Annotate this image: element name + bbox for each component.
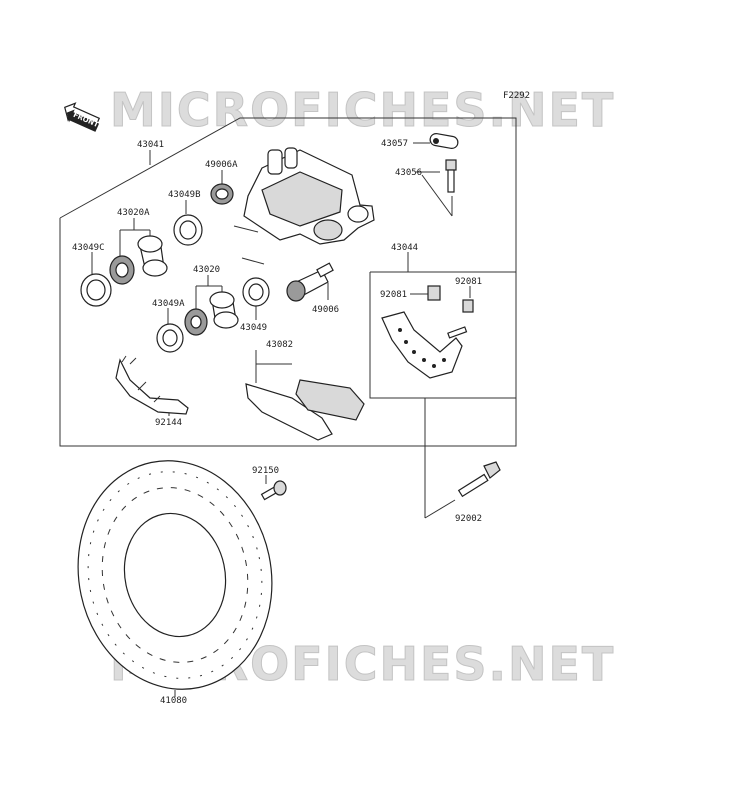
part-label-43049: 43049 bbox=[240, 323, 267, 333]
brake-disc bbox=[77, 460, 273, 690]
part-label-43044: 43044 bbox=[391, 243, 418, 253]
seal-piece-43020 bbox=[184, 308, 208, 336]
ring-43049 bbox=[242, 277, 270, 307]
part-label-49006: 49006 bbox=[312, 305, 339, 315]
figure-code: F2292 bbox=[503, 91, 530, 101]
caliper-body bbox=[243, 147, 375, 245]
part-label-43056: 43056 bbox=[395, 168, 422, 178]
part-label-92150: 92150 bbox=[252, 466, 279, 476]
pin-49006A bbox=[210, 183, 234, 205]
front-arrow-icon: FRONT bbox=[64, 102, 101, 132]
leader-lines bbox=[91, 142, 471, 697]
bolt-92150 bbox=[260, 480, 287, 501]
pad-spring-left bbox=[427, 285, 441, 301]
part-label-43049A: 43049A bbox=[152, 299, 185, 309]
part-label-49006A: 49006A bbox=[205, 160, 238, 170]
piston-43020 bbox=[209, 291, 239, 329]
part-label-92081-right: 92081 bbox=[455, 277, 482, 287]
seal-piece-43020A bbox=[109, 255, 135, 285]
part-label-43049B: 43049B bbox=[168, 190, 201, 200]
brake-pads bbox=[245, 379, 365, 441]
ring-43049C bbox=[80, 273, 112, 307]
ring-43049A bbox=[156, 323, 184, 353]
bleeder-valve bbox=[445, 159, 457, 193]
part-label-92081-left: 92081 bbox=[380, 290, 407, 300]
pad-spring-right bbox=[462, 299, 474, 313]
part-label-43020: 43020 bbox=[193, 265, 220, 275]
part-label-43020A: 43020A bbox=[117, 208, 150, 218]
bracket-assembly-frame bbox=[369, 271, 517, 399]
part-label-92002: 92002 bbox=[455, 514, 482, 524]
part-label-43057: 43057 bbox=[381, 139, 408, 149]
part-label-43041: 43041 bbox=[137, 140, 164, 150]
pad-spring-plate bbox=[115, 355, 189, 415]
bolt-92002 bbox=[457, 461, 501, 498]
watermark-top: MICROFICHES.NET bbox=[110, 83, 615, 137]
pin-49006 bbox=[286, 262, 334, 302]
piston-43020A bbox=[137, 235, 168, 277]
seal-43049B bbox=[173, 214, 203, 246]
part-label-43082: 43082 bbox=[266, 340, 293, 350]
part-label-92144: 92144 bbox=[155, 418, 182, 428]
part-label-43049C: 43049C bbox=[72, 243, 105, 253]
part-label-41080: 41080 bbox=[160, 696, 187, 706]
caliper-bracket bbox=[381, 311, 468, 379]
bleeder-cap bbox=[429, 133, 459, 149]
